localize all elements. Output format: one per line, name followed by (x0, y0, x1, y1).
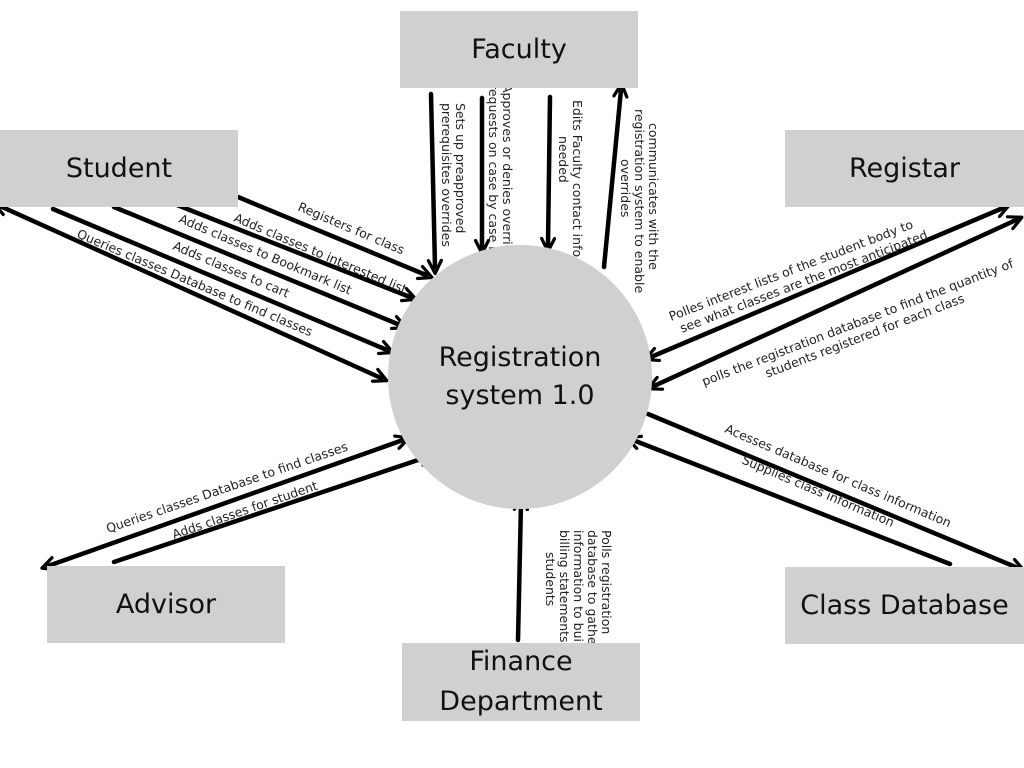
entity-advisor-label: Advisor (115, 588, 217, 620)
process-title-line1: Registration (438, 342, 602, 373)
flow-label-finance-line2: database to gather (585, 530, 600, 651)
flow-label-polls-line2: students registered for each class (763, 291, 966, 381)
flow-label-polls-line1: polls the registration database to find … (700, 255, 1016, 388)
flow-label-edits-line2: needed (556, 136, 571, 183)
entity-advisor: Advisor (47, 566, 285, 643)
flow-label-finance-line5: students (543, 552, 558, 606)
flow-label-acesses: Acesses database for class information (723, 421, 954, 530)
flow-label-approves-line1: Approves or denies override (500, 84, 515, 261)
flow-label-communicates: communicates with the registration syste… (618, 109, 661, 293)
flow-arrow-acesses (645, 411, 1024, 574)
flow-arrow-prereq (426, 91, 443, 276)
flow-arrow-finance (512, 494, 529, 643)
flow-label-edits-line1: Edits Faculty contact info as (570, 100, 585, 275)
flow-arrow-supplies (625, 434, 953, 567)
flow-label-prereq-line1: Sets up preapproved (453, 103, 468, 233)
flow-arrow-communicates (601, 81, 629, 270)
flow-label-approves: Approves or denies override requests on … (486, 84, 515, 278)
entity-student-label: Student (65, 152, 173, 184)
entity-student: Student (0, 130, 238, 207)
flow-label-finance-line3: information to build (571, 530, 586, 653)
flow-label-finance-line4: billing statements for (557, 530, 572, 665)
entity-class-database-label: Class Database (800, 589, 1009, 621)
flow-label-finance: Polls registration database to gather in… (543, 530, 614, 665)
flow-label-communicates-line1: communicates with the (646, 123, 661, 270)
flow-label-finance-line1: Polls registration (599, 530, 614, 634)
flow-label-approves-line2: requests on case by case basis (486, 84, 501, 278)
entity-faculty: Faculty (400, 11, 638, 88)
flow-arrow-queries (0, 201, 389, 383)
flow-arrow-advisor-queries (40, 434, 411, 572)
entity-registar-label: Registar (848, 152, 961, 184)
flow-label-edits: Edits Faculty contact info as needed (556, 100, 585, 275)
entity-class-database: Class Database (785, 567, 1024, 644)
flow-label-communicates-line2: registration system to enable (632, 109, 647, 293)
flow-label-prereq: Sets up preapproved prerequisites overri… (439, 103, 468, 247)
flow-arrow-edits (539, 94, 557, 254)
entity-registar: Registar (785, 130, 1024, 207)
entity-finance-department: Finance Department (402, 643, 640, 721)
flow-arrow-polls-registration (646, 215, 1024, 391)
process-registration-system: Registration system 1.0 (388, 245, 652, 509)
flow-label-communicates-line3: overrides (618, 159, 633, 217)
entity-finance-label-line1: Finance (469, 646, 573, 677)
entity-finance-label-line2: Department (439, 686, 603, 717)
flow-label-prereq-line2: prerequisites overrides (439, 103, 454, 247)
process-title-line2: system 1.0 (445, 380, 595, 411)
entity-faculty-label: Faculty (471, 33, 567, 65)
flow-arrow-advisor-adds (111, 451, 435, 565)
